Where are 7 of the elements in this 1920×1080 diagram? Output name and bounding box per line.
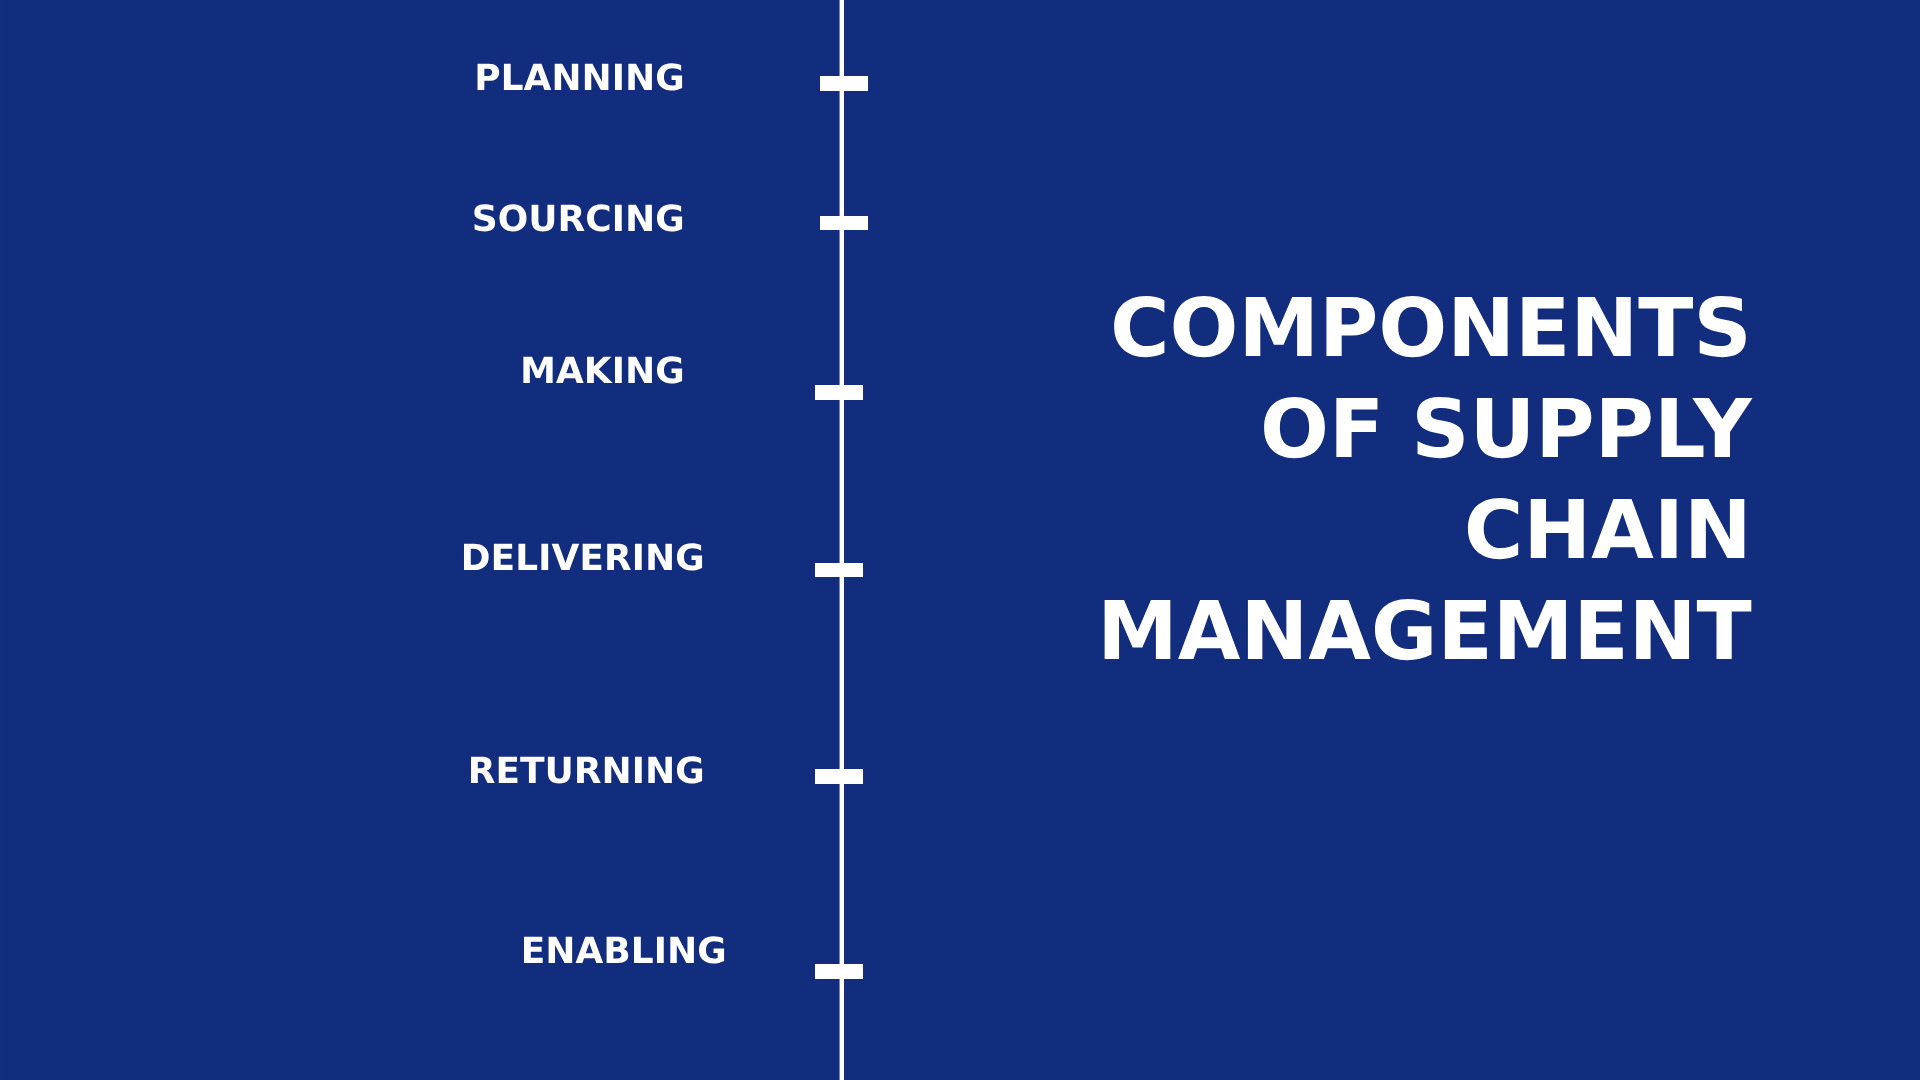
stage-label: ENABLING bbox=[524, 936, 725, 964]
stage-label: DELIVERING bbox=[464, 543, 703, 571]
stage-label: PLANNING bbox=[477, 63, 683, 91]
stage-label: RETURNING bbox=[471, 756, 703, 784]
stage-label: SOURCING bbox=[474, 204, 683, 232]
title: COMPONENTS OF SUPPLY CHAIN MANAGEMENT bbox=[1104, 295, 1753, 661]
stage-label: MAKING bbox=[523, 356, 683, 384]
